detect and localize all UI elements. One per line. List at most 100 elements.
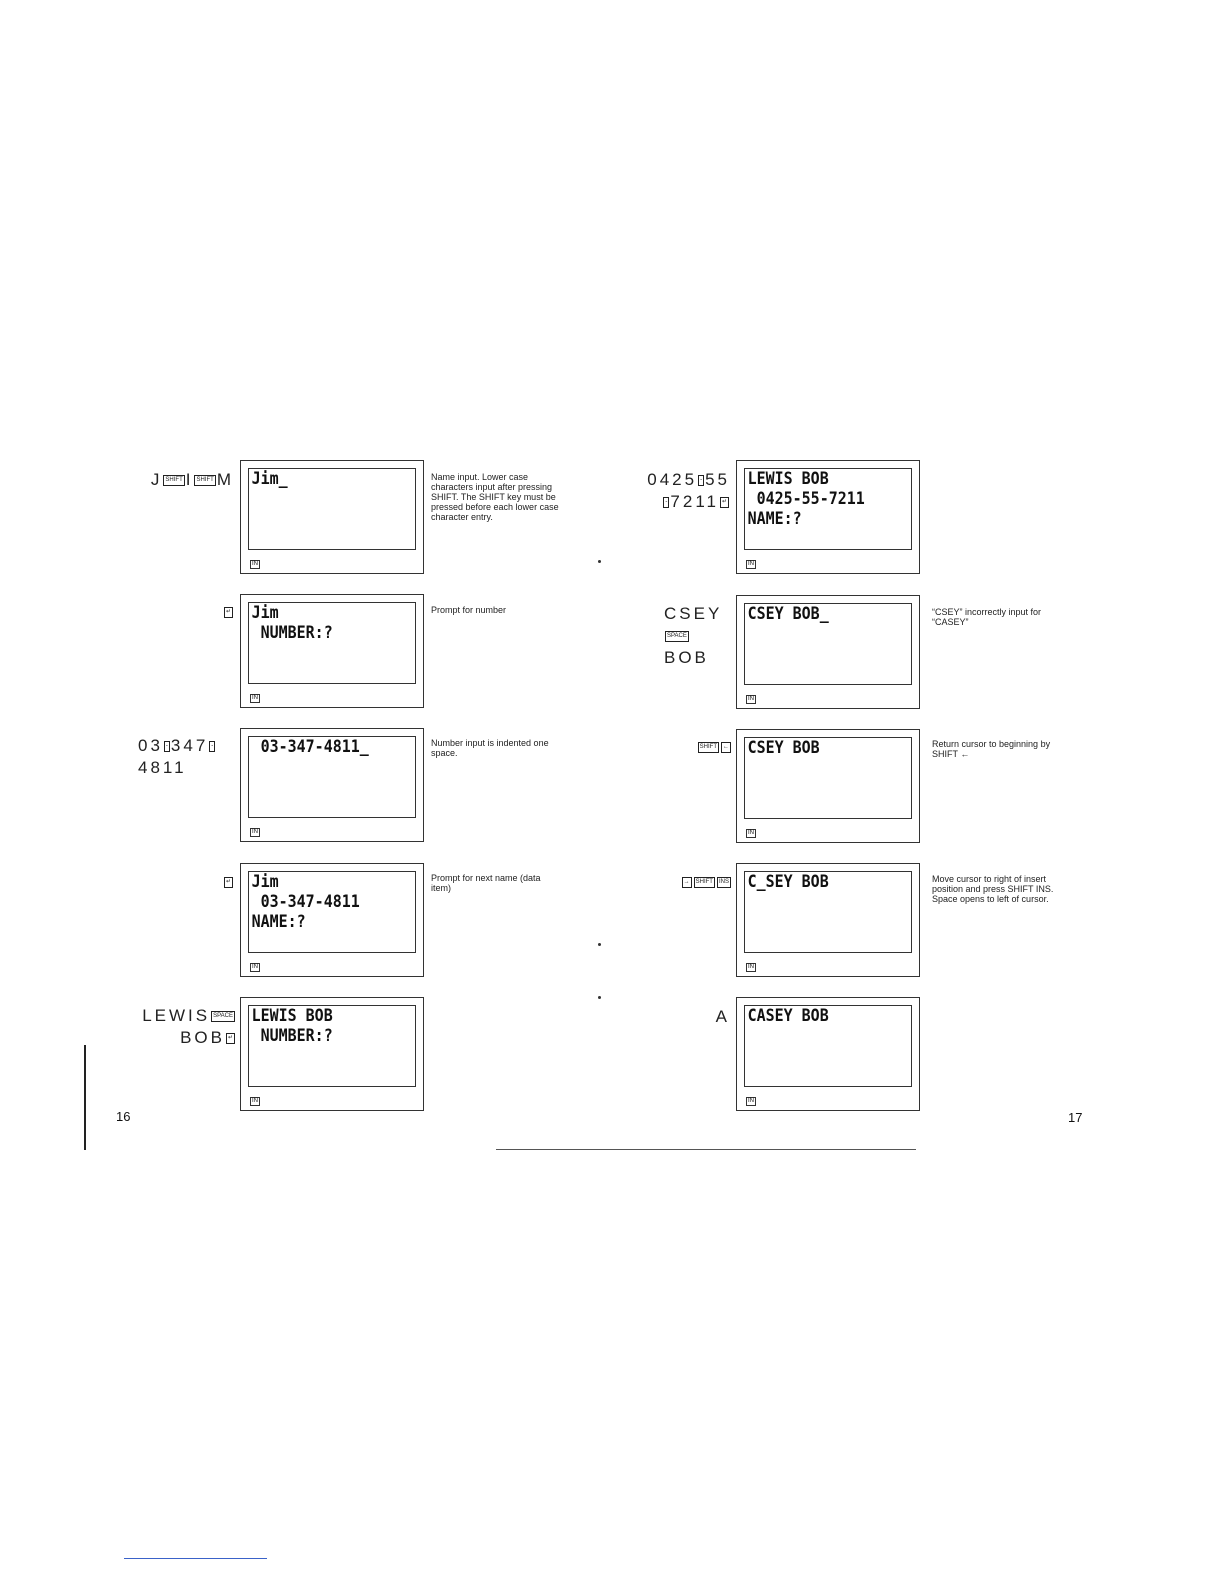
lcd-line: NAME:? bbox=[747, 509, 802, 529]
lcd-display: Jim_ bbox=[248, 468, 416, 550]
key-text: J bbox=[150, 470, 163, 489]
key-text: 03 bbox=[138, 736, 163, 755]
fold-shadow-line bbox=[496, 1149, 916, 1150]
key-text: BOB bbox=[664, 648, 709, 667]
page-number-left: 16 bbox=[116, 1109, 131, 1124]
input-mode-indicator: IN bbox=[250, 963, 260, 972]
lcd-display: Jim NUMBER:? bbox=[248, 602, 416, 684]
lcd-frame: LEWIS BOB 0425-55-7211 NAME:? IN bbox=[736, 460, 920, 574]
input-mode-indicator: IN bbox=[250, 828, 260, 837]
input-mode-indicator: IN bbox=[746, 829, 756, 838]
key-sequence: A bbox=[680, 1006, 730, 1028]
step-note: Move cursor to right of insert position … bbox=[932, 874, 1054, 904]
key-sequence: CSEY SPACE BOB bbox=[664, 603, 734, 669]
keycap-icon: → bbox=[681, 877, 692, 889]
step-note: Prompt for next name (data item) bbox=[431, 873, 541, 893]
lcd-line: Jim bbox=[251, 872, 279, 892]
scan-speck bbox=[598, 943, 601, 946]
lcd-line: 03-347-4811_ bbox=[251, 737, 369, 757]
binding-edge-line bbox=[84, 1045, 86, 1150]
step-note: Return cursor to beginning by SHIFT ← bbox=[932, 739, 1051, 759]
step-note: “CSEY” incorrectly input for “CASEY” bbox=[932, 607, 1042, 627]
keycap-icon: SHIFT bbox=[163, 475, 185, 487]
key-text: BOB bbox=[180, 1028, 225, 1047]
keycap-icon: SHIFT bbox=[194, 475, 216, 487]
lcd-line: Jim bbox=[251, 603, 279, 623]
key-text: A bbox=[715, 1007, 730, 1026]
lcd-line: NUMBER:? bbox=[251, 1026, 333, 1046]
step-note: Name input. Lower case characters input … bbox=[431, 472, 559, 522]
keycap-icon: - bbox=[698, 475, 705, 487]
input-mode-indicator: IN bbox=[746, 963, 756, 972]
lcd-line: Jim_ bbox=[251, 469, 288, 489]
lcd-display: C_SEY BOB bbox=[744, 871, 912, 953]
input-mode-indicator: IN bbox=[746, 1097, 756, 1106]
key-text: CSEY bbox=[664, 604, 723, 623]
keycap-icon: ↵ bbox=[225, 1033, 235, 1045]
lcd-line: 03-347-4811 bbox=[251, 892, 360, 912]
lcd-frame: Jim_ IN bbox=[240, 460, 424, 574]
input-mode-indicator: IN bbox=[746, 695, 756, 704]
keycap-icon: SPACE bbox=[665, 631, 689, 643]
key-text: 55 bbox=[705, 470, 730, 489]
lcd-display: CASEY BOB bbox=[744, 1005, 912, 1087]
page-number-right: 17 bbox=[1068, 1110, 1083, 1125]
keycap-icon: SHIFT bbox=[697, 742, 719, 754]
key-sequence: ↵ bbox=[124, 601, 234, 623]
keycap-icon: INS bbox=[716, 877, 731, 889]
lcd-frame: CSEY BOB_ IN bbox=[736, 595, 920, 709]
key-sequence: 03-347-4811 bbox=[138, 735, 238, 779]
lcd-frame: LEWIS BOB NUMBER:? IN bbox=[240, 997, 424, 1111]
lcd-display: CSEY BOB bbox=[744, 737, 912, 819]
keycap-icon: SHIFT bbox=[693, 877, 715, 889]
lcd-line: LEWIS BOB bbox=[251, 1006, 333, 1026]
key-text: 4811 bbox=[138, 758, 187, 777]
footer-link-underline bbox=[124, 1558, 267, 1559]
lcd-display: CSEY BOB_ bbox=[744, 603, 912, 685]
lcd-line: CSEY BOB bbox=[747, 738, 820, 758]
key-text: 347 bbox=[170, 736, 209, 755]
lcd-display: 03-347-4811_ bbox=[248, 736, 416, 818]
scan-speck bbox=[598, 560, 601, 563]
step-note: Prompt for number bbox=[431, 605, 507, 615]
keycap-icon: ← bbox=[721, 742, 731, 754]
key-text: LEWIS bbox=[142, 1006, 211, 1025]
keycap-icon: ↵ bbox=[223, 607, 233, 619]
keycap-icon: - bbox=[663, 497, 670, 509]
lcd-display: LEWIS BOB NUMBER:? bbox=[248, 1005, 416, 1087]
keycap-icon: ↵ bbox=[719, 497, 729, 509]
key-text: 0425 bbox=[647, 470, 698, 489]
keycap-icon: ↵ bbox=[223, 877, 233, 889]
key-text: 7211 bbox=[670, 492, 719, 511]
lcd-line: LEWIS BOB bbox=[747, 469, 829, 489]
lcd-line: NUMBER:? bbox=[251, 623, 333, 643]
keycap-icon: - bbox=[209, 741, 216, 753]
lcd-line: NAME:? bbox=[251, 912, 306, 932]
keycap-icon: SPACE bbox=[211, 1011, 235, 1023]
keycap-icon: - bbox=[163, 741, 170, 753]
lcd-frame: CASEY BOB IN bbox=[736, 997, 920, 1111]
step-note: Number input is indented one space. bbox=[431, 738, 549, 758]
input-mode-indicator: IN bbox=[250, 560, 260, 569]
key-text: M bbox=[216, 470, 234, 489]
lcd-display: LEWIS BOB 0425-55-7211 NAME:? bbox=[744, 468, 912, 550]
input-mode-indicator: IN bbox=[746, 560, 756, 569]
key-sequence: SHIFT← bbox=[654, 736, 732, 758]
lcd-line: 0425-55-7211 bbox=[747, 489, 865, 509]
lcd-line: CSEY BOB_ bbox=[747, 604, 829, 624]
lcd-frame: 03-347-4811_ IN bbox=[240, 728, 424, 842]
scan-speck bbox=[598, 996, 601, 999]
lcd-display: Jim 03-347-4811 NAME:? bbox=[248, 871, 416, 953]
lcd-frame: Jim 03-347-4811 NAME:? IN bbox=[240, 863, 424, 977]
lcd-frame: C_SEY BOB IN bbox=[736, 863, 920, 977]
lcd-frame: CSEY BOB IN bbox=[736, 729, 920, 843]
lcd-line: CASEY BOB bbox=[747, 1006, 829, 1026]
lcd-line: C_SEY BOB bbox=[747, 872, 829, 892]
input-mode-indicator: IN bbox=[250, 1097, 260, 1106]
input-mode-indicator: IN bbox=[250, 694, 260, 703]
key-sequence: 0425-55-7211↵ bbox=[620, 469, 730, 513]
